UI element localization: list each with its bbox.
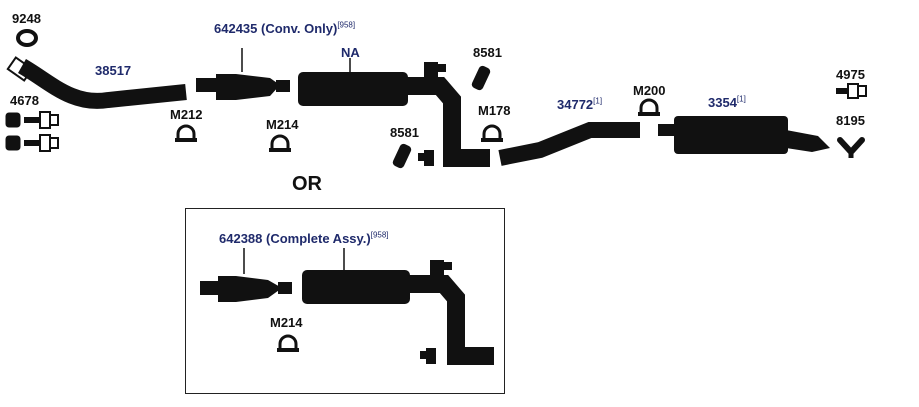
pipe-34772[interactable] xyxy=(498,122,640,166)
assembly-642388[interactable] xyxy=(200,248,494,365)
pipe-38517[interactable] xyxy=(6,56,187,109)
label-8581-low: 8581 xyxy=(390,125,419,140)
label-4975: 4975 xyxy=(836,67,865,82)
bolts-4678[interactable] xyxy=(5,111,59,152)
catalytic-converter-642435[interactable] xyxy=(196,48,290,100)
label-642388-ref: [958] xyxy=(370,230,389,240)
alternative-assembly-box xyxy=(185,208,505,394)
gasket-9248[interactable] xyxy=(16,29,38,47)
label-34772: 34772[1] xyxy=(557,96,603,112)
label-642435-ref: [958] xyxy=(337,20,356,30)
label-38517: 38517 xyxy=(95,63,132,78)
hanger-8581-top[interactable] xyxy=(470,65,491,92)
clamp-m214-box[interactable] xyxy=(277,334,299,352)
label-3354-ref: [1] xyxy=(736,94,746,104)
clamp-m178[interactable] xyxy=(481,124,503,142)
label-642435: 642435 (Conv. Only)[958] xyxy=(214,20,356,36)
label-9248: 9248 xyxy=(12,11,41,26)
or-separator: OR xyxy=(292,173,322,195)
label-m214-box: M214 xyxy=(270,315,303,330)
clamp-m212[interactable] xyxy=(175,124,197,142)
label-8195: 8195 xyxy=(836,113,865,128)
hanger-8195[interactable] xyxy=(837,137,865,158)
label-642388: 642388 (Complete Assy.)[958] xyxy=(219,230,389,246)
label-34772-text: 34772 xyxy=(557,97,594,112)
label-4678: 4678 xyxy=(10,93,39,108)
bolt-4975[interactable] xyxy=(836,83,867,99)
label-642388-text: 642388 (Complete Assy.) xyxy=(219,231,371,246)
clamp-m214-top[interactable] xyxy=(269,134,291,152)
muffler-na[interactable] xyxy=(298,58,490,167)
label-na: NA xyxy=(341,45,360,60)
clamp-m200[interactable] xyxy=(638,98,660,116)
label-3354-text: 3354 xyxy=(708,95,737,110)
label-m212: M212 xyxy=(170,107,203,122)
label-642435-text: 642435 (Conv. Only) xyxy=(214,21,338,36)
hanger-8581-low[interactable] xyxy=(391,143,412,170)
label-m214-top: M214 xyxy=(266,117,299,132)
label-m200: M200 xyxy=(633,83,666,98)
label-8581-top: 8581 xyxy=(473,45,502,60)
muffler-3354[interactable] xyxy=(658,116,830,154)
label-m178: M178 xyxy=(478,103,511,118)
label-3354: 3354[1] xyxy=(708,94,746,110)
label-34772-ref: [1] xyxy=(593,96,603,106)
